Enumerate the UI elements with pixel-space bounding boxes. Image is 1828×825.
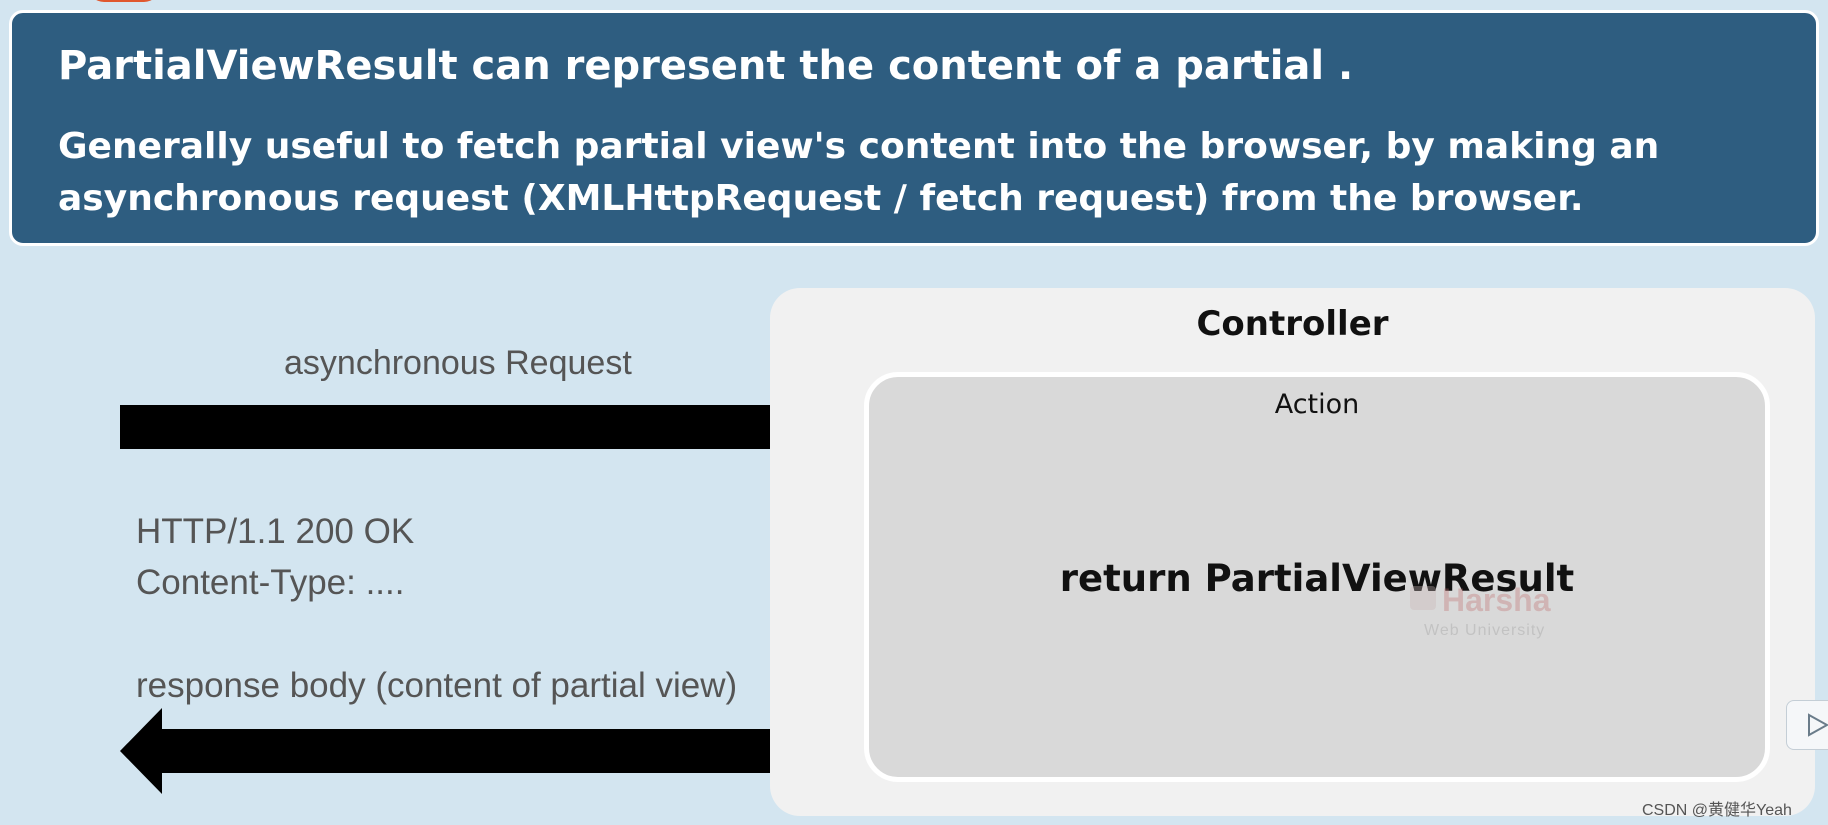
- play-icon: [1808, 713, 1828, 737]
- watermark-name: Harsha: [1442, 582, 1551, 618]
- banner-title: PartialViewResult can represent the cont…: [58, 43, 1354, 89]
- action-label: Action: [1274, 389, 1360, 420]
- content-type-line: Content-Type: ....: [136, 563, 405, 602]
- controller-label: Controller: [1196, 304, 1389, 344]
- controller-box: Controller Action return PartialViewResu…: [770, 288, 1815, 816]
- left-arrow-icon: [120, 708, 846, 794]
- orange-decoration: [88, 0, 160, 2]
- watermark-logo: Harsha Web University: [1404, 582, 1578, 644]
- action-box: Action return PartialViewResult: [864, 372, 1770, 782]
- return-statement: return PartialViewResult: [1059, 557, 1575, 600]
- footer-credit: CSDN @黄健华Yeah: [1642, 802, 1792, 819]
- right-arrow-icon: [120, 384, 848, 470]
- http-status-line: HTTP/1.1 200 OK: [136, 512, 415, 551]
- video-play-button[interactable]: [1786, 700, 1828, 750]
- logo-icon: [1410, 586, 1436, 610]
- watermark-subtitle: Web University: [1424, 622, 1546, 639]
- request-label: asynchronous Request: [284, 344, 632, 382]
- banner-subtitle: Generally useful to fetch partial view's…: [58, 126, 1660, 219]
- title-banner: PartialViewResult can represent the cont…: [9, 10, 1819, 246]
- response-label: response body (content of partial view): [136, 666, 738, 705]
